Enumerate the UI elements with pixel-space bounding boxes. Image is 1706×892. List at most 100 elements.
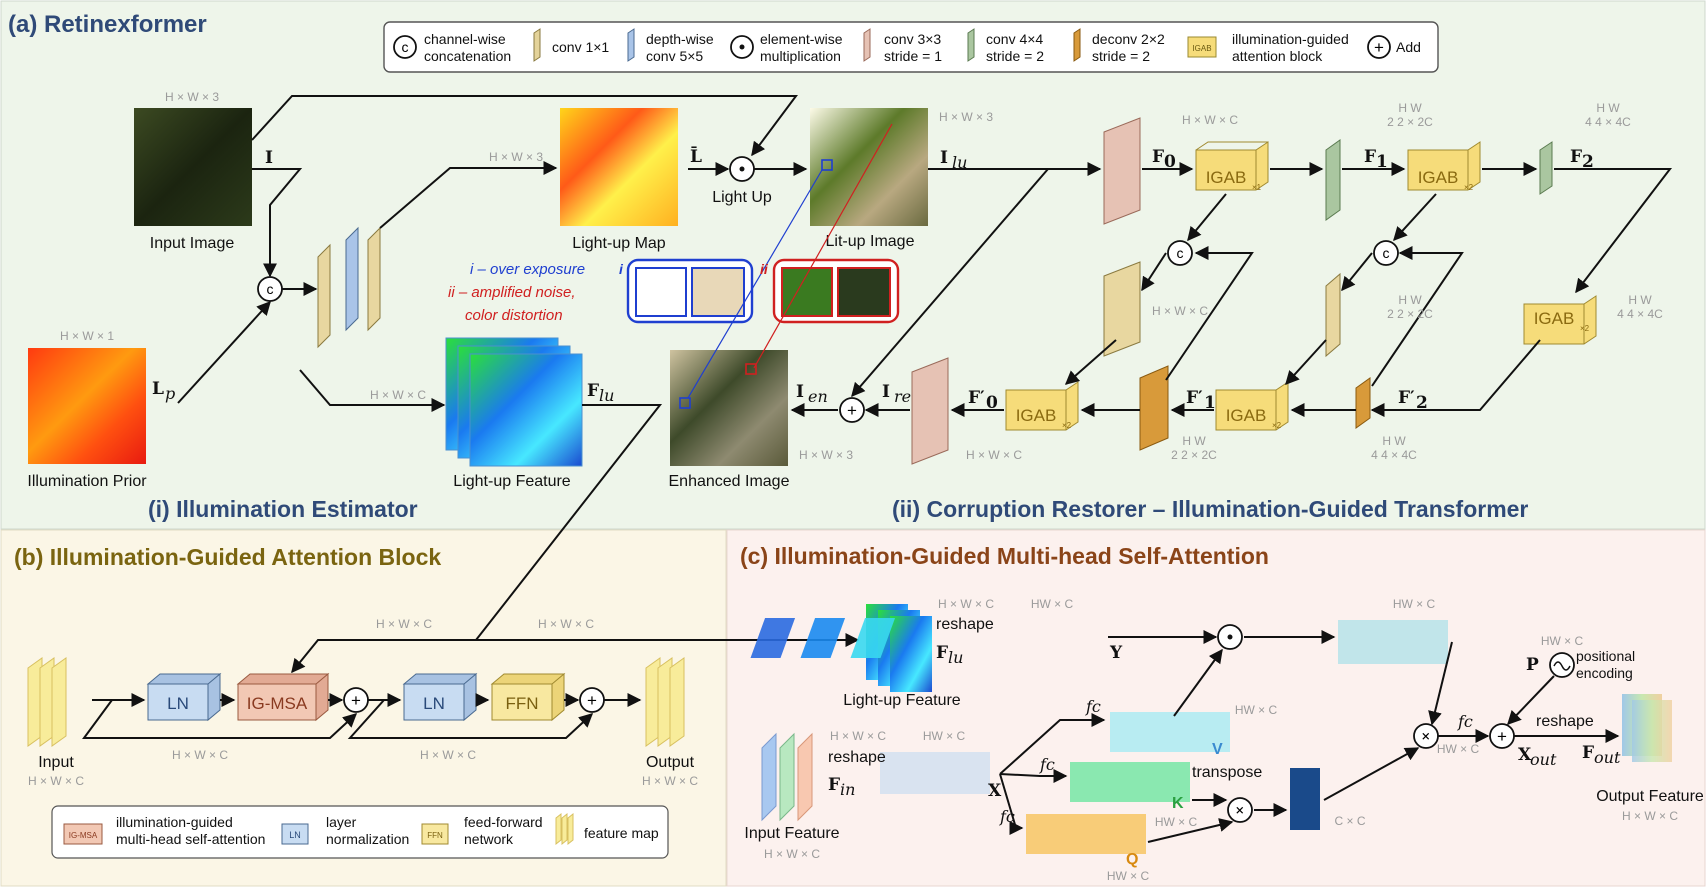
sym-Ire: I <box>882 382 890 402</box>
igmsa-transpose: transpose <box>1192 764 1262 781</box>
igab-legend-icon-text: IGAB <box>1192 44 1211 53</box>
concat-icon-glyph: c <box>402 39 409 55</box>
legend-conv3-line2: stride = 1 <box>884 48 942 64</box>
igab-skip1-dim: H × W × C <box>172 748 228 762</box>
igmsa-fc-v: fc <box>1085 697 1101 716</box>
dim-deconv2: 4 4 × 4C <box>1371 448 1417 462</box>
sym-F2p-sub: 2 <box>1416 393 1428 413</box>
dwconv-icon <box>627 28 635 62</box>
dim-f2: 4 4 × 4C <box>1585 115 1631 129</box>
map-dim: H × W × 3 <box>489 150 543 164</box>
sym-F2-sub: 2 <box>1582 152 1594 172</box>
sym-Ilu: I <box>940 148 948 168</box>
igmsa-fin-dim: H × W × C <box>830 729 886 743</box>
note-over-exposure: i – over exposure <box>470 261 585 278</box>
legend-ln-icon: LN <box>289 830 301 840</box>
dim-ire: H × W × C <box>966 448 1022 462</box>
igab-legend <box>51 805 669 859</box>
igmsa-fc-out: fc <box>1457 712 1473 731</box>
restorer-arrows <box>790 162 1673 417</box>
restorer-concat-2 <box>1373 240 1399 266</box>
igmsa-lightup-label: Light-up Feature <box>843 692 961 709</box>
input-image-label: Input Image <box>150 235 235 252</box>
legend-ffn-line1: feed-forward <box>464 814 543 830</box>
legend-conv4-line1: conv 4×4 <box>986 31 1043 47</box>
legend-deconv-line1: deconv 2×2 <box>1092 31 1165 47</box>
restorer-blocks <box>911 117 1597 465</box>
igmsa-attn-dim: C × C <box>1334 814 1365 828</box>
dim-f0: H × W × C <box>1182 113 1238 127</box>
estimator-concat-glyph: c <box>267 281 274 297</box>
igmsa-attn-out-dim: HW × C <box>1393 597 1436 611</box>
sym-F0: F <box>1152 147 1164 167</box>
illumination-prior-label: Illumination Prior <box>27 473 147 490</box>
dim-deconv1-top: H W <box>1182 434 1206 448</box>
igab-enc1-mult: ×1 <box>1252 183 1262 192</box>
igmsa-sym-Flu: F <box>936 643 948 663</box>
conv3x3-icon <box>863 28 871 62</box>
igmsa-sym-Xout-sub: out <box>1530 750 1557 769</box>
dim-deconv2-top: H W <box>1382 434 1406 448</box>
estimator-conv-stack <box>317 226 381 349</box>
legend-igmsa-line1: illumination-guided <box>116 814 233 830</box>
igab-input-label: Input <box>38 754 74 771</box>
deconv-icon <box>1073 28 1081 62</box>
litup-image <box>810 108 928 226</box>
dim-deconv1: 2 2 × 2C <box>1171 448 1217 462</box>
igmsa-output-label: Output Feature <box>1596 788 1704 805</box>
legend-mult-line1: element-wise <box>760 31 843 47</box>
sym-I: I <box>265 148 273 168</box>
legend-deconv-line2: stride = 2 <box>1092 48 1150 64</box>
igmsa-reshape-3: reshape <box>1536 713 1594 730</box>
igab-flu-dim-2: H × W × C <box>538 617 594 631</box>
add-icon-glyph: + <box>1374 38 1384 57</box>
concat-icon <box>393 35 417 59</box>
igmsa-input-label: Input Feature <box>744 825 839 842</box>
igab-dec1-mult: ×2 <box>1272 421 1282 430</box>
igmsa-output-dim: H × W × C <box>1622 809 1678 823</box>
add-icon <box>1367 35 1391 59</box>
estimator-title: (i) Illumination Estimator <box>148 496 418 522</box>
dim-bottleneck: 4 4 × 4C <box>1617 307 1663 321</box>
legend-igab-line2: attention block <box>1232 48 1323 64</box>
sym-F2p: F′ <box>1398 388 1415 408</box>
illumination-prior-image <box>28 348 146 464</box>
igmsa-sym-K: K <box>1172 795 1184 812</box>
lightup-feature-stack <box>445 337 583 467</box>
dim-dec1-top: H W <box>1398 293 1422 307</box>
igmsa-x-dim: HW × C <box>923 729 966 743</box>
igmsa-diagram <box>750 604 1672 854</box>
panel-a-title: (a) Retinexformer <box>8 11 207 38</box>
legend-mult-line2: multiplication <box>760 48 841 64</box>
sym-F2: F <box>1570 147 1582 167</box>
sym-F0p: F′ <box>968 388 985 408</box>
igab-bottleneck-label: IGAB <box>1534 309 1575 328</box>
legend-conv1: conv 1×1 <box>552 39 609 55</box>
igmsa-reshape-2: reshape <box>828 749 886 766</box>
igab-flu-dim-1: H × W × C <box>376 617 432 631</box>
dim-f2-top: H W <box>1596 101 1620 115</box>
panel-b-title: (b) Illumination-Guided Attention Block <box>14 544 441 570</box>
igab-skip2-dim: H × W × C <box>420 748 476 762</box>
igmsa-sym-Y: Y <box>1109 643 1123 663</box>
igab-bottleneck-mult: ×2 <box>1580 324 1590 333</box>
igmsa-sym-X: X <box>988 781 1002 801</box>
legend-dwconv-line2: conv 5×5 <box>646 48 703 64</box>
conv4x4-icon <box>967 28 975 62</box>
igmsa-k-dim: HW × C <box>1155 815 1198 829</box>
legend-igab-line1: illumination-guided <box>1232 31 1349 47</box>
restorer-title: (ii) Corruption Restorer – Illumination-… <box>892 496 1528 522</box>
lightup-map-label: Light-up Map <box>572 235 665 252</box>
sym-F1p: F′ <box>1186 388 1203 408</box>
input-image <box>134 108 252 226</box>
restorer-add-node <box>839 397 865 423</box>
legend-ln-line2: normalization <box>326 831 409 847</box>
legend-dwconv-line1: depth-wise <box>646 31 714 47</box>
zoom-callouts <box>626 123 900 409</box>
top-legend: c channel-wise concatenation conv 1×1 de… <box>383 21 1439 73</box>
legend-concat-line1: channel-wise <box>424 31 506 47</box>
litup-image-label: Lit-up Image <box>826 233 915 250</box>
igab-input-dim: H × W × C <box>28 774 84 788</box>
sym-F0-sub: 0 <box>1164 152 1176 172</box>
